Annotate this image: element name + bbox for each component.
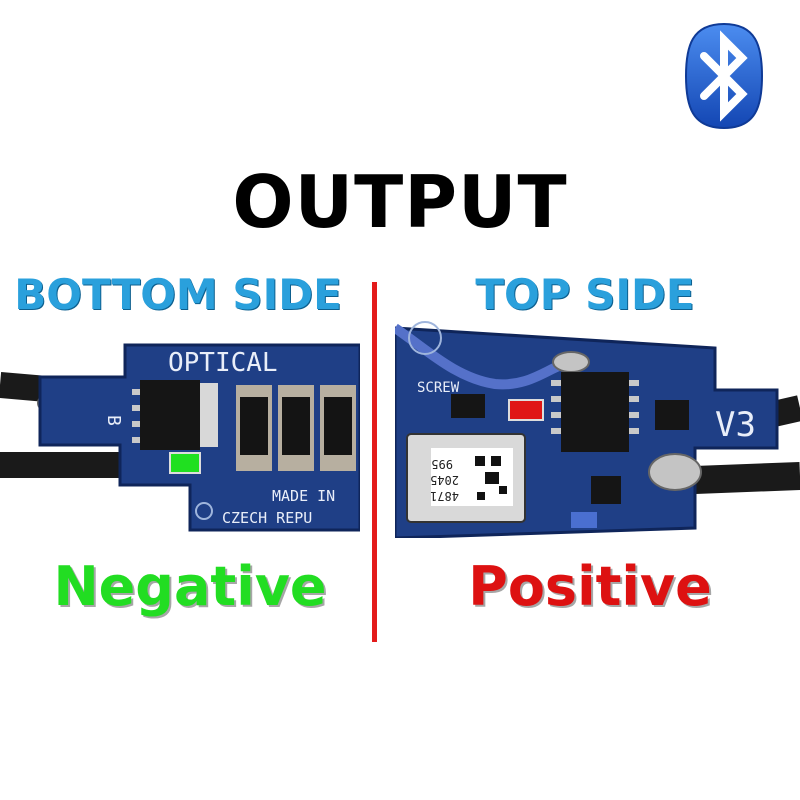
top-side-label: TOP SIDE: [475, 270, 695, 319]
board-screw-text: SCREW: [417, 380, 460, 396]
board-czech-text: CZECH REPU: [222, 509, 312, 527]
bottom-side-label: BOTTOM SIDE: [14, 270, 342, 319]
bottom-side-board-photo: OPTICAL B MADE IN CZECH REPU: [0, 343, 360, 532]
module-code-c-text: 4871: [430, 489, 459, 503]
center-divider: [372, 282, 377, 642]
negative-label: Negative: [53, 555, 327, 618]
board-optical-text: OPTICAL: [168, 348, 278, 378]
board-pin-b-text: B: [103, 415, 124, 426]
bluetooth-icon: [684, 22, 764, 130]
module-code-a-text: 995: [431, 457, 453, 471]
page-title: OUTPUT: [232, 160, 568, 244]
top-side-board-photo: 995 2045 4871 SCREW V3: [395, 321, 800, 538]
board-made-in-text: MADE IN: [272, 487, 335, 505]
positive-label: Positive: [468, 555, 712, 618]
module-code-b-text: 2045: [430, 473, 459, 487]
board-version-text: V3: [715, 405, 756, 445]
